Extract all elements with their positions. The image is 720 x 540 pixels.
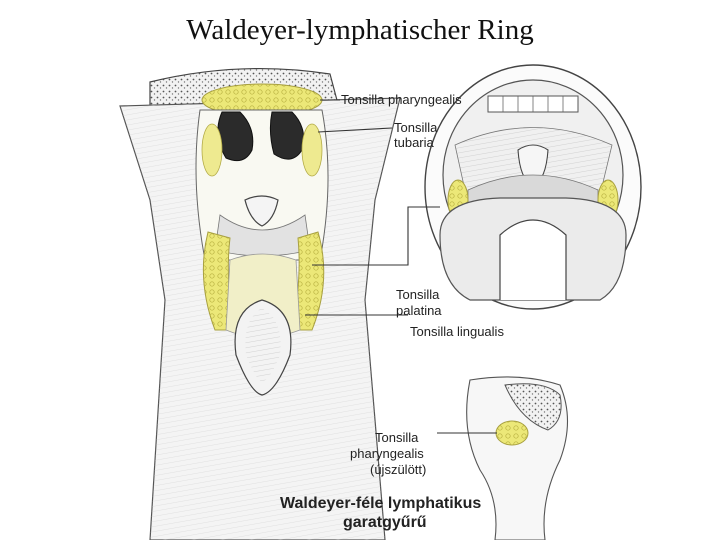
leader-palatina: [312, 206, 440, 266]
open-mouth-view: [424, 64, 642, 310]
leader-tubaria: [317, 127, 393, 133]
newborn-sphenoid: [504, 383, 562, 431]
uvula: [244, 195, 279, 227]
label-tonsilla-palatina-1: Tonsilla: [396, 287, 440, 302]
label-newborn-3: (újszülött): [370, 462, 427, 477]
label-newborn-2: pharyngealis: [350, 446, 424, 461]
upper-teeth-gaps: [502, 96, 564, 112]
label-tonsilla-tubaria-2: tubaria: [394, 135, 434, 150]
tongue-depressor: [499, 219, 567, 300]
label-tonsilla-pharyngealis: Tonsilla pharyngealis: [341, 92, 462, 107]
newborn-inset: [466, 376, 568, 540]
label-tonsilla-tubaria-1: Tonsilla: [394, 120, 438, 135]
right-palatine-tonsil: [291, 231, 325, 331]
right-choana: [269, 111, 305, 160]
leader-lines: [305, 99, 497, 434]
page-title: Waldeyer-lymphatischer Ring: [186, 14, 534, 46]
label-tonsilla-palatina-2: palatina: [396, 303, 442, 318]
figure-caption: Waldeyer-féle lymphatikus garatgyűrű: [280, 494, 530, 532]
epiglottis-texture: [245, 308, 281, 382]
pharynx-posterior-view: [119, 67, 401, 540]
label-newborn-1: Tonsilla: [375, 430, 419, 445]
label-tonsilla-lingualis: Tonsilla lingualis: [410, 324, 504, 339]
caption-line-2: garatgyűrű: [343, 514, 427, 531]
left-tubal-tonsil: [201, 123, 223, 177]
caption-line-1: Waldeyer-féle lymphatikus: [280, 495, 482, 512]
newborn-tonsil: [495, 420, 529, 446]
right-tubal-tonsil: [301, 123, 323, 177]
